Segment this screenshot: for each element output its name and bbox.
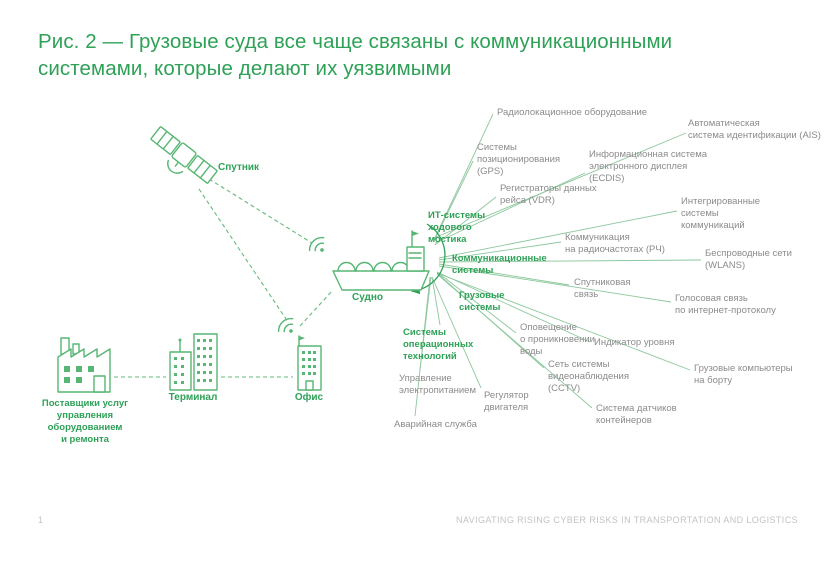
ship-systems-arc [410,223,446,295]
system-label: Радиолокационное оборудование [497,107,648,118]
category-label: Коммуникационные системы [452,253,547,277]
system-label: Грузовые компьютеры на борту [694,363,793,386]
system-label: Коммуникация на радиочастотах (РЧ) [565,232,665,255]
system-label: Голосовая связь по интернет-протоколу [675,293,776,316]
system-label: Регулятор двигателя [484,390,529,413]
system-label: Индикатор уровня [594,337,675,348]
system-label: Система датчиков контейнеров [596,403,677,426]
wifi-shore-icon [277,317,294,333]
system-label: Сеть системы видеонаблюдения (CCTV) [548,359,629,394]
system-label: Аварийная служба [394,419,477,430]
system-label: Интегрированные системы коммуникаций [681,196,761,231]
page-number: 1 [38,515,44,525]
system-label: Информационная система электронного дисп… [589,149,708,184]
dashed-links [114,178,334,378]
category-label: Грузовые системы [459,290,505,314]
factory-icon [57,337,111,393]
system-label: Беспроводные сети (WLANS) [705,248,792,271]
satellite-icon [150,126,218,184]
suppliers-label: Поставщики услуг управления оборудование… [41,398,129,445]
ship-icon [332,230,430,291]
satellite-label: Спутник [218,162,260,173]
system-label: Управление электропитанием [399,373,476,396]
terminal-label: Терминал [168,392,218,403]
figure-title: Рис. 2 — Грузовые суда все чаще связаны … [38,30,673,81]
category-label: Системы операционных технологий [403,327,474,363]
category-label: ИТ-системы ходового мостика [428,210,486,246]
system-label: Системы позиционирования (GPS) [477,142,561,177]
office-label: Офис [294,392,324,403]
terminal-icon [169,333,218,391]
document-title: NAVIGATING RISING CYBER RISKS IN TRANSPO… [456,515,798,525]
system-label: Регистраторы данных рейса (VDR) [500,183,597,206]
system-label: Автоматическая система идентификации (AI… [688,118,821,141]
fan-lines [414,113,702,417]
wifi-ship-icon [308,236,325,252]
ship-label: Судно [352,292,384,303]
system-label: Оповещение о проникновении воды [520,322,595,357]
system-label: Спутниковая связь [574,277,631,300]
office-icon [297,335,322,391]
